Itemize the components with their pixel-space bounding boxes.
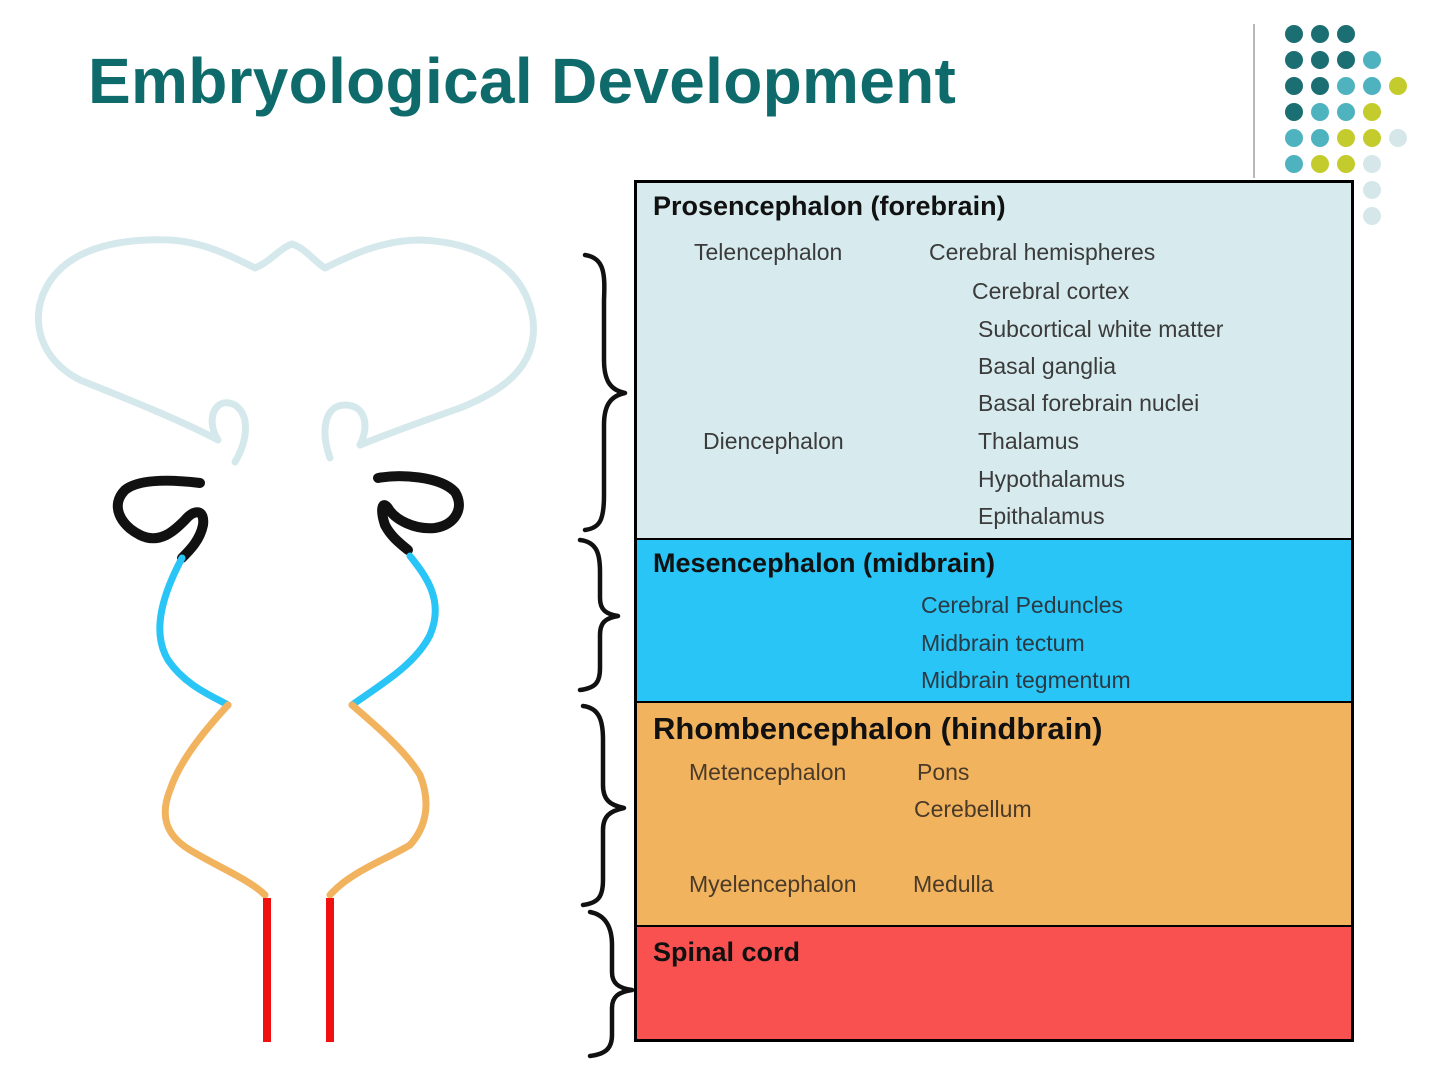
item-epithalamus: Epithalamus xyxy=(978,503,1105,529)
section-title-mesencephalon: Mesencephalon (midbrain) xyxy=(653,548,996,578)
item-medulla: Medulla xyxy=(913,871,994,897)
item-thalamus: Thalamus xyxy=(978,428,1079,454)
brace-midbrain xyxy=(577,537,621,693)
section-mesencephalon: Mesencephalon (midbrain) Cerebral Pedunc… xyxy=(637,538,1351,701)
item-cerebral-hemispheres: Cerebral hemispheres xyxy=(929,239,1156,265)
item-basal-forebrain-nuclei: Basal forebrain nuclei xyxy=(978,390,1200,416)
hindbrain-left-outline xyxy=(161,701,269,899)
item-cerebral-peduncles: Cerebral Peduncles xyxy=(921,592,1124,618)
brace-hindbrain xyxy=(580,703,627,908)
item-midbrain-tegmentum: Midbrain tegmentum xyxy=(921,667,1131,693)
diencephalon-left-outline xyxy=(112,475,209,563)
item-pons: Pons xyxy=(917,759,970,785)
section-rhombencephalon: Rhombencephalon (hindbrain) Metencephalo… xyxy=(637,701,1351,925)
sub-metencephalon: Metencephalon xyxy=(689,759,847,785)
item-midbrain-tectum: Midbrain tectum xyxy=(921,630,1085,656)
title-divider-line xyxy=(1253,24,1255,178)
page-title: Embryological Development xyxy=(88,45,957,117)
item-basal-ganglia: Basal ganglia xyxy=(978,353,1117,379)
item-subcortical-white-matter: Subcortical white matter xyxy=(978,316,1224,342)
brace-spinal-cord xyxy=(587,909,635,1059)
section-title-prosencephalon: Prosencephalon (forebrain) xyxy=(653,191,1006,221)
brace-forebrain xyxy=(582,252,628,533)
item-cerebellum: Cerebellum xyxy=(914,796,1032,822)
sub-diencephalon: Diencephalon xyxy=(703,428,844,454)
section-spinal-cord: Spinal cord xyxy=(637,925,1351,1039)
forebrain-outline xyxy=(34,236,537,466)
item-cerebral-cortex: Cerebral cortex xyxy=(972,278,1130,304)
midbrain-right-outline xyxy=(348,552,439,709)
midbrain-left-outline xyxy=(156,554,232,709)
sub-myelencephalon: Myelencephalon xyxy=(689,871,857,897)
sub-telencephalon: Telencephalon xyxy=(694,239,843,265)
hindbrain-right-outline xyxy=(326,701,430,899)
section-title-rhombencephalon: Rhombencephalon (hindbrain) xyxy=(653,711,1103,746)
brain-regions-table: Prosencephalon (forebrain) Telencephalon… xyxy=(634,180,1354,1042)
diencephalon-right-outline xyxy=(373,471,464,555)
item-hypothalamus: Hypothalamus xyxy=(978,466,1126,492)
section-title-spinal-cord: Spinal cord xyxy=(653,937,801,967)
section-prosencephalon: Prosencephalon (forebrain) Telencephalon… xyxy=(637,183,1351,538)
